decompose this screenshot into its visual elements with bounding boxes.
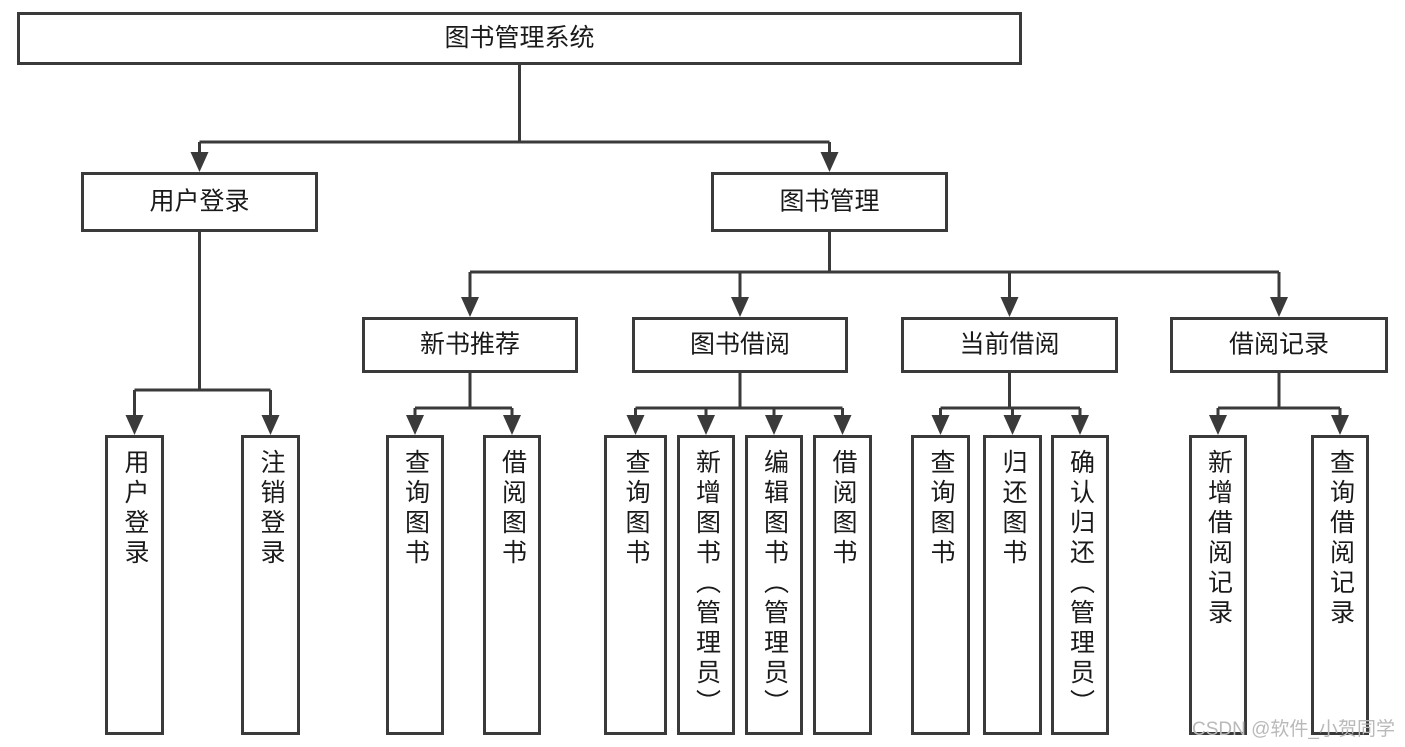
leafgroup-2-arrow-2 — [765, 415, 783, 435]
level3-node-0[interactable]: 新书推荐 — [362, 317, 578, 373]
books-to-level3-arrow-1 — [731, 297, 749, 317]
books-to-level3-arrow-2 — [1000, 297, 1019, 317]
leaf-node-6[interactable] — [745, 435, 803, 735]
leaf-node-11-rect[interactable] — [1189, 435, 1247, 735]
level3-node-2-label: 当前借阅 — [959, 331, 1059, 359]
level3-node-3[interactable]: 借阅记录 — [1170, 317, 1388, 373]
leafgroup-4-arrow-1 — [1331, 415, 1349, 435]
leafgroup-4-arrow-0 — [1209, 415, 1227, 435]
level3-node-3-rect[interactable] — [1170, 317, 1388, 373]
leafgroup-3-arrow-0 — [931, 415, 950, 435]
leaf-node-7[interactable] — [813, 435, 872, 735]
leaf-node-12[interactable] — [1311, 435, 1369, 735]
level3-node-0-rect[interactable] — [362, 317, 578, 373]
leaf-node-5-rect[interactable] — [677, 435, 735, 735]
leaf-node-1-rect[interactable] — [241, 435, 300, 735]
leaf-node-2-rect[interactable] — [386, 435, 444, 735]
leaf-node-9-rect[interactable] — [983, 435, 1042, 735]
leaf-node-4-rect[interactable] — [604, 435, 667, 735]
books-to-level3-arrow-0 — [461, 297, 479, 317]
leaf-node-10-rect[interactable] — [1051, 435, 1109, 735]
leaf-node-3-rect[interactable] — [483, 435, 541, 735]
root-to-level2-arrow-0 — [190, 152, 209, 172]
root-node[interactable]: 图书管理系统 — [17, 12, 1022, 65]
level2-node-0-rect[interactable] — [81, 172, 318, 232]
leafgroup-1-arrow-0 — [406, 415, 424, 435]
root-node-label: 图书管理系统 — [444, 24, 594, 52]
leaf-node-12-rect[interactable] — [1311, 435, 1369, 735]
leafgroup-2-arrow-1 — [697, 415, 715, 435]
leafgroup-3-arrow-2 — [1071, 415, 1089, 435]
leaf-node-9[interactable] — [983, 435, 1042, 735]
books-to-level3-arrow-3 — [1270, 297, 1288, 317]
leafgroup-0-arrow-1 — [261, 415, 280, 435]
leaf-node-5[interactable] — [677, 435, 735, 735]
level3-node-3-label: 借阅记录 — [1229, 331, 1329, 359]
level3-node-1-label: 图书借阅 — [690, 331, 790, 359]
leaf-node-0-rect[interactable] — [105, 435, 164, 735]
leaf-node-3[interactable] — [483, 435, 541, 735]
level3-node-2-rect[interactable] — [901, 317, 1118, 373]
level2-node-1-label: 图书管理 — [779, 188, 879, 216]
level3-node-2[interactable]: 当前借阅 — [901, 317, 1118, 373]
leafgroup-3-arrow-1 — [1003, 415, 1022, 435]
level3-node-1-rect[interactable] — [632, 317, 848, 373]
leaf-node-8-rect[interactable] — [911, 435, 970, 735]
level3-node-0-label: 新书推荐 — [420, 331, 520, 359]
leaf-node-8[interactable] — [911, 435, 970, 735]
leafgroup-2-arrow-0 — [626, 415, 645, 435]
level2-node-0-label: 用户登录 — [149, 188, 249, 216]
leaf-node-7-rect[interactable] — [813, 435, 872, 735]
leaf-node-2[interactable] — [386, 435, 444, 735]
leaf-node-4[interactable] — [604, 435, 667, 735]
leafgroup-0-arrow-0 — [125, 415, 144, 435]
level2-node-1-rect[interactable] — [711, 172, 948, 232]
leafgroup-1-arrow-1 — [503, 415, 521, 435]
level2-node-1[interactable]: 图书管理 — [711, 172, 948, 232]
leaf-node-6-rect[interactable] — [745, 435, 803, 735]
leaf-node-11[interactable] — [1189, 435, 1247, 735]
root-to-level2-arrow-1 — [820, 152, 839, 172]
leaf-node-0[interactable] — [105, 435, 164, 735]
leaf-node-1[interactable] — [241, 435, 300, 735]
level3-node-1[interactable]: 图书借阅 — [632, 317, 848, 373]
level2-node-0[interactable]: 用户登录 — [81, 172, 318, 232]
leafgroup-2-arrow-3 — [833, 415, 852, 435]
leaf-node-10[interactable] — [1051, 435, 1109, 735]
root-node-rect[interactable] — [17, 12, 1022, 65]
